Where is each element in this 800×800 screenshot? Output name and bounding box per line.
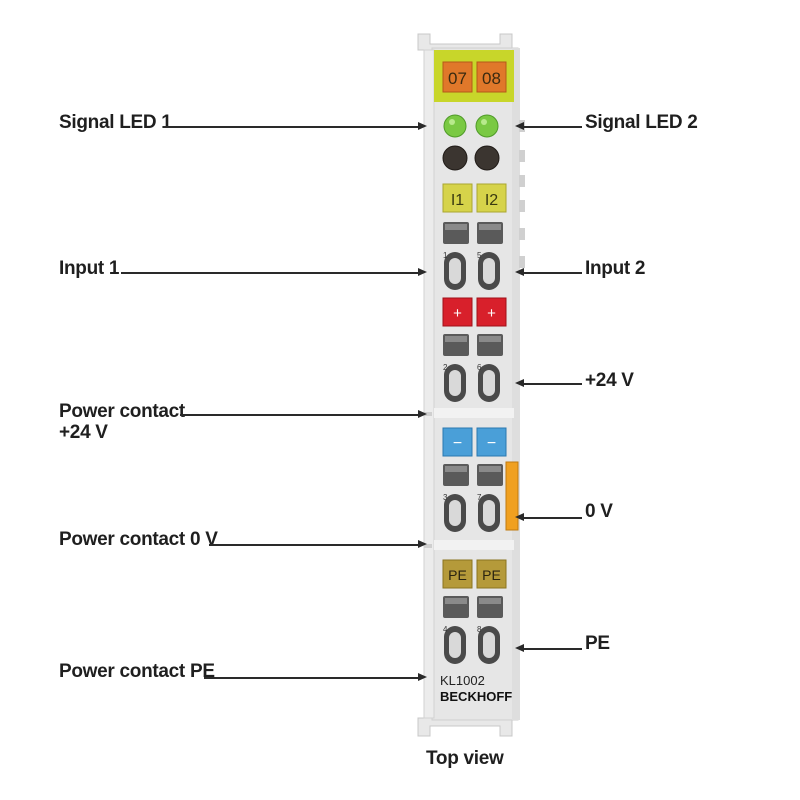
plus-label-2: + <box>487 305 496 322</box>
terminal-block-row-1 <box>443 222 503 290</box>
minus-label-1: − <box>453 435 462 452</box>
terminal-number-1: 1 <box>443 251 448 260</box>
terminal-number-2: 2 <box>443 363 448 372</box>
signal-led-2 <box>475 114 499 138</box>
segment-gap <box>434 540 514 550</box>
terminal-number-5: 5 <box>477 251 482 260</box>
label-signal-led-2: Signal LED 2 <box>585 112 698 133</box>
pe-label-2: PE <box>482 567 501 583</box>
label-power-contact-0v: Power contact 0 V <box>59 529 218 550</box>
leader-pe <box>522 648 582 650</box>
signal-led-1 <box>443 114 467 138</box>
input-label-2: I2 <box>485 192 498 209</box>
dark-led-2 <box>474 145 500 171</box>
leader-signal-led-2 <box>522 126 582 128</box>
model-number: KL1002 <box>440 673 485 688</box>
label-power-contact-24v-line2: +24 V <box>59 422 108 443</box>
terminal-number-7: 7 <box>477 493 482 502</box>
label-signal-led-1: Signal LED 1 <box>59 112 172 133</box>
arrowhead <box>418 540 427 548</box>
minus-tag-1 <box>442 427 473 457</box>
minus-tag-2 <box>476 427 507 457</box>
arrowhead <box>418 268 427 276</box>
plus-label-1: + <box>453 305 462 322</box>
terminal-number-4: 4 <box>443 625 448 634</box>
pe-tag-2 <box>476 559 507 589</box>
label-input-1: Input 1 <box>59 258 120 279</box>
pe-tag-1 <box>442 559 473 589</box>
arrowhead <box>418 410 427 418</box>
input-tag-1 <box>442 183 473 213</box>
arrowhead <box>515 122 524 130</box>
power-contact-peg <box>424 544 432 548</box>
housing-left-rail <box>423 49 435 719</box>
brand-name: BECKHOFF <box>440 689 512 704</box>
leader-signal-led-1 <box>163 126 419 128</box>
plus-tag-1 <box>442 297 473 327</box>
terminal-block-row-2 <box>443 334 503 402</box>
arrowhead <box>515 513 524 521</box>
led-highlight <box>449 119 455 125</box>
arrowhead <box>515 644 524 652</box>
leader-0v <box>522 517 582 519</box>
label-power-contact-pe: Power contact PE <box>59 661 215 682</box>
terminal-number-8: 8 <box>477 625 482 634</box>
label-power-contact-24v-line1: Power contact <box>59 401 185 422</box>
bottom-latch <box>417 717 513 737</box>
leader-input-1 <box>121 272 419 274</box>
label-pe: PE <box>585 633 610 654</box>
channel-number-1: 07 <box>448 69 467 88</box>
leader-power-contact-24v <box>180 414 419 416</box>
channel-tag-1 <box>442 61 473 93</box>
arrowhead <box>515 379 524 387</box>
arrowhead <box>515 268 524 276</box>
segment-gap <box>434 408 514 418</box>
channel-number-2: 08 <box>482 69 501 88</box>
caption-top-view: Top view <box>426 748 504 769</box>
leader-plus-24v <box>522 383 582 385</box>
channel-tag-2 <box>476 61 507 93</box>
dark-led-1 <box>442 145 468 171</box>
power-contact-peg <box>424 412 432 416</box>
pe-label-1: PE <box>448 567 467 583</box>
terminal-number-6: 6 <box>477 363 482 372</box>
led-highlight <box>481 119 487 125</box>
input-label-1: I1 <box>451 192 464 209</box>
terminal-block-row-3 <box>443 464 503 532</box>
leader-input-2 <box>522 272 582 274</box>
arrowhead <box>418 122 427 130</box>
label-0v: 0 V <box>585 501 613 522</box>
terminal-block-row-4 <box>443 596 503 664</box>
terminal-number-3: 3 <box>443 493 448 502</box>
label-plus-24v: +24 V <box>585 370 634 391</box>
minus-label-2: − <box>487 435 496 452</box>
plus-tag-2 <box>476 297 507 327</box>
arrowhead <box>418 673 427 681</box>
leader-power-contact-0v <box>209 544 419 546</box>
label-input-2: Input 2 <box>585 258 646 279</box>
label-power-contact-24v: Power contact +24 V <box>59 401 185 443</box>
input-tag-2 <box>476 183 507 213</box>
leader-power-contact-pe <box>204 677 419 679</box>
